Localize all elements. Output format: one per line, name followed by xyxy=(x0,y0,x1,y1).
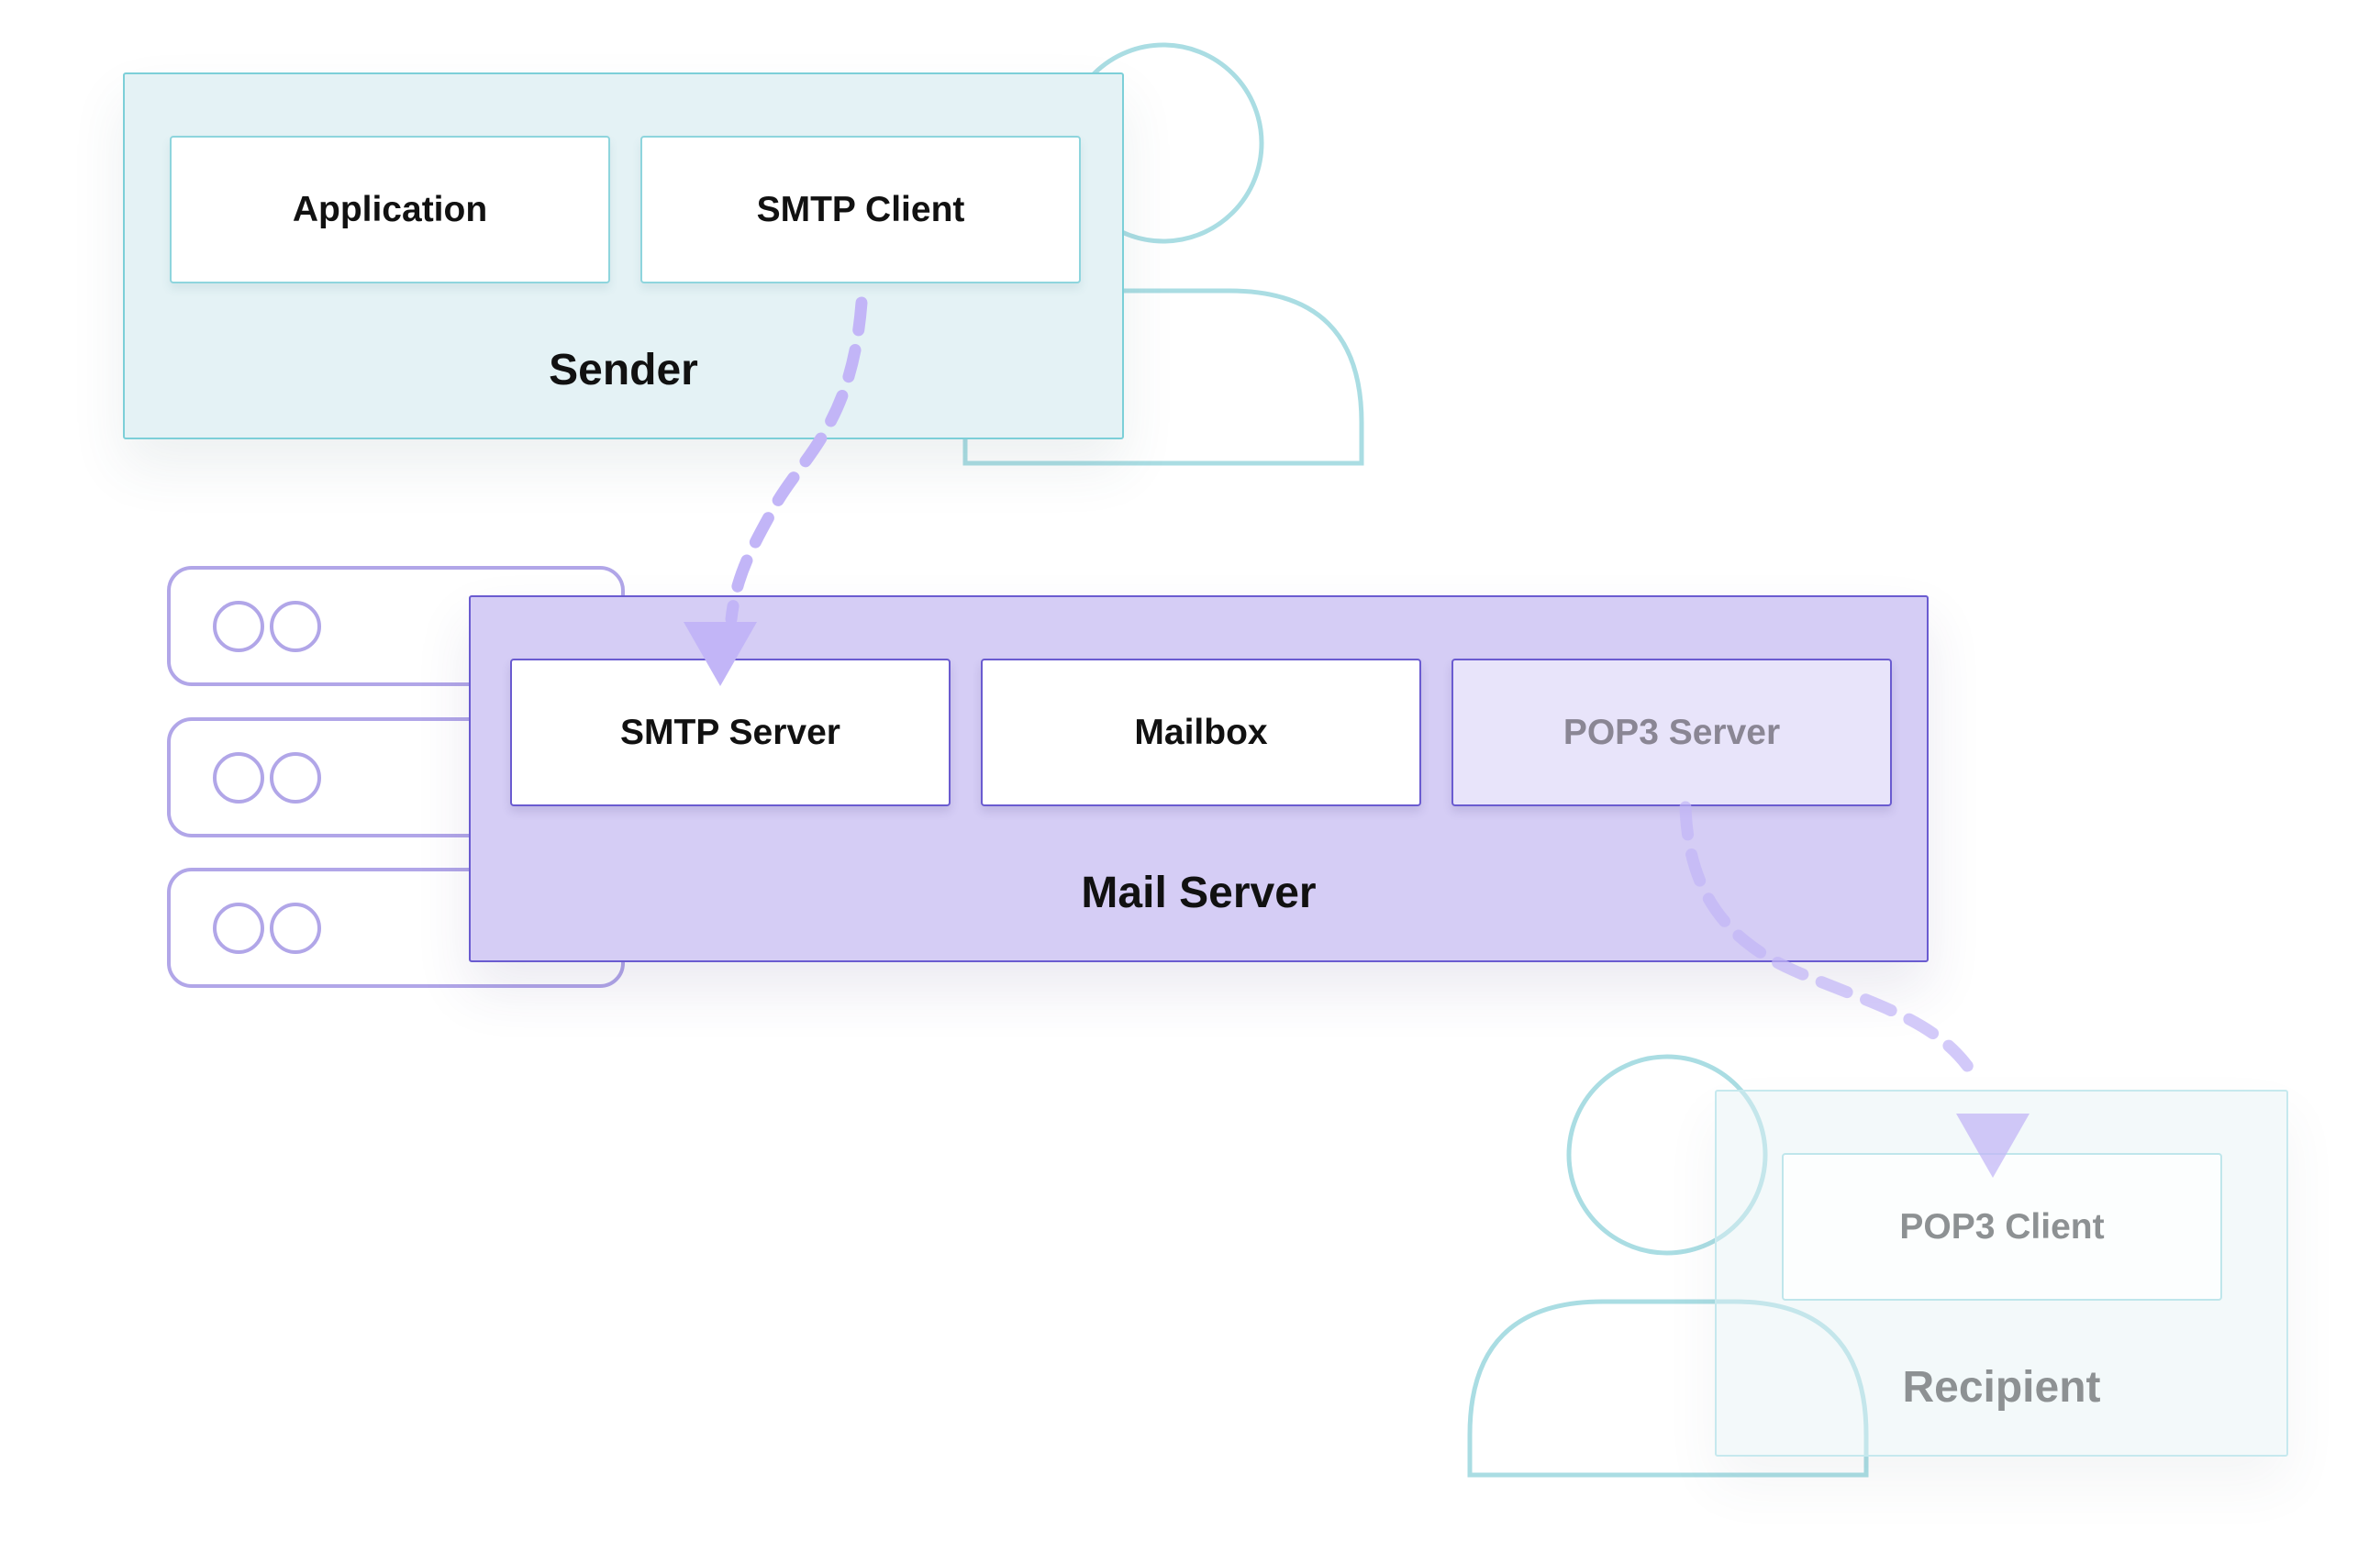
server-rack-icon xyxy=(167,566,625,988)
mail-server-group: SMTP Server Mailbox POP3 Server Mail Ser… xyxy=(469,595,1929,962)
sender-label: Sender xyxy=(549,346,698,394)
recipient-group: POP3 Client Recipient xyxy=(1715,1090,2288,1457)
pop3-client-box: POP3 Client xyxy=(1782,1153,2222,1301)
mail-server-label: Mail Server xyxy=(1081,869,1317,917)
pop3-server-box: POP3 Server xyxy=(1451,659,1892,806)
application-box: Application xyxy=(170,136,610,283)
smtp-client-box: SMTP Client xyxy=(640,136,1081,283)
mailbox-box: Mailbox xyxy=(981,659,1421,806)
recipient-label: Recipient xyxy=(1902,1363,2101,1412)
smtp-server-box: SMTP Server xyxy=(510,659,951,806)
sender-group: Application SMTP Client Sender xyxy=(123,72,1124,439)
recipient-person-icon xyxy=(1467,1054,1869,1478)
